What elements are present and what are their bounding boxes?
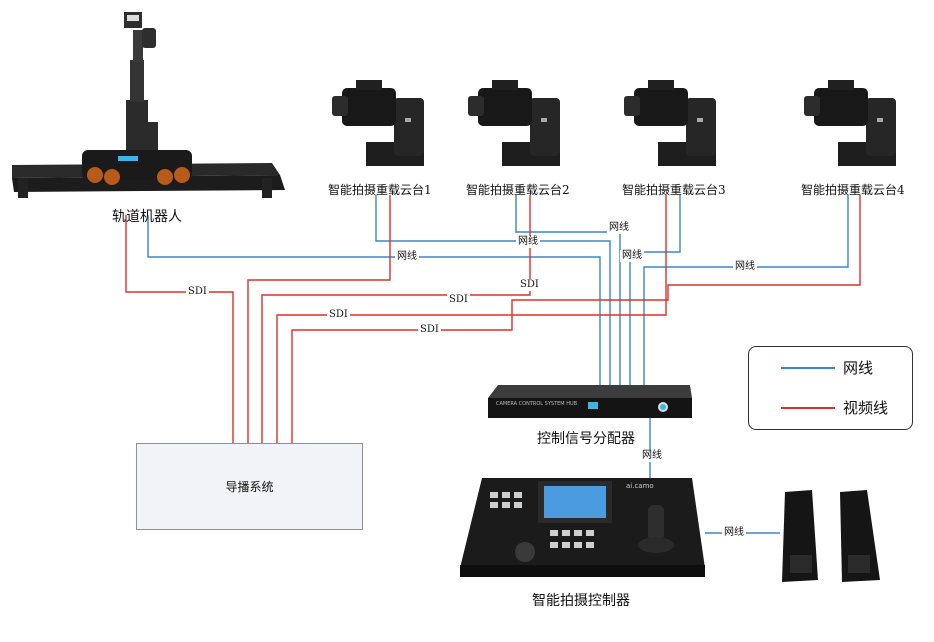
network-wire-label: 网线 <box>620 250 644 262</box>
legend-network-swatch <box>781 367 835 369</box>
network-wire-label: 网线 <box>516 236 540 248</box>
controller-label: 智能拍摄控制器 <box>532 593 630 609</box>
camera-4-label: 智能拍摄重载云台4 <box>801 183 905 197</box>
controller-graphic <box>460 478 705 577</box>
director-system-box: 导播系统 <box>136 443 363 530</box>
network-wire-label: 网线 <box>607 222 631 234</box>
network-wire-label: 网线 <box>722 527 746 539</box>
distributor-panel-text: CAMERA CONTROL SYSTEM HUB <box>496 401 578 407</box>
sdi-wire-label: SDI <box>327 309 350 321</box>
sdi-wire-label: SDI <box>186 286 209 298</box>
director-system-label: 导播系统 <box>225 480 274 494</box>
camera-1-label: 智能拍摄重载云台1 <box>328 183 432 197</box>
network-wire-label: 网线 <box>395 251 419 263</box>
legend: 网线 视频线 <box>748 346 913 430</box>
sdi-wire-label: SDI <box>418 324 441 336</box>
ptz-camera-4-graphic <box>804 80 896 166</box>
network-wire-label: 网线 <box>733 261 757 273</box>
robot-label: 轨道机器人 <box>112 209 182 225</box>
ptz-camera-1-graphic <box>332 80 424 166</box>
ptz-camera-2-graphic <box>468 80 560 166</box>
legend-video-label: 视频线 <box>843 399 889 417</box>
network-wire-label: 网线 <box>640 450 664 462</box>
distributor-label: 控制信号分配器 <box>537 431 635 447</box>
sdi-wire-label: SDI <box>518 279 541 291</box>
sdi-video-wires <box>125 195 861 443</box>
legend-video-row: 视频线 <box>749 397 912 417</box>
foot-pedals-graphic <box>782 490 880 582</box>
legend-network-label: 网线 <box>843 359 874 377</box>
camera-3-label: 智能拍摄重载云台3 <box>622 183 726 197</box>
rail-robot-graphic <box>12 12 285 198</box>
legend-network-row: 网线 <box>749 357 912 377</box>
camera-2-label: 智能拍摄重载云台2 <box>466 183 570 197</box>
controller-brand: ai.camo <box>626 482 654 490</box>
ptz-camera-3-graphic <box>624 80 716 166</box>
sdi-wire-label: SDI <box>447 294 470 306</box>
legend-video-swatch <box>781 407 835 409</box>
distributor-graphic <box>488 385 692 418</box>
